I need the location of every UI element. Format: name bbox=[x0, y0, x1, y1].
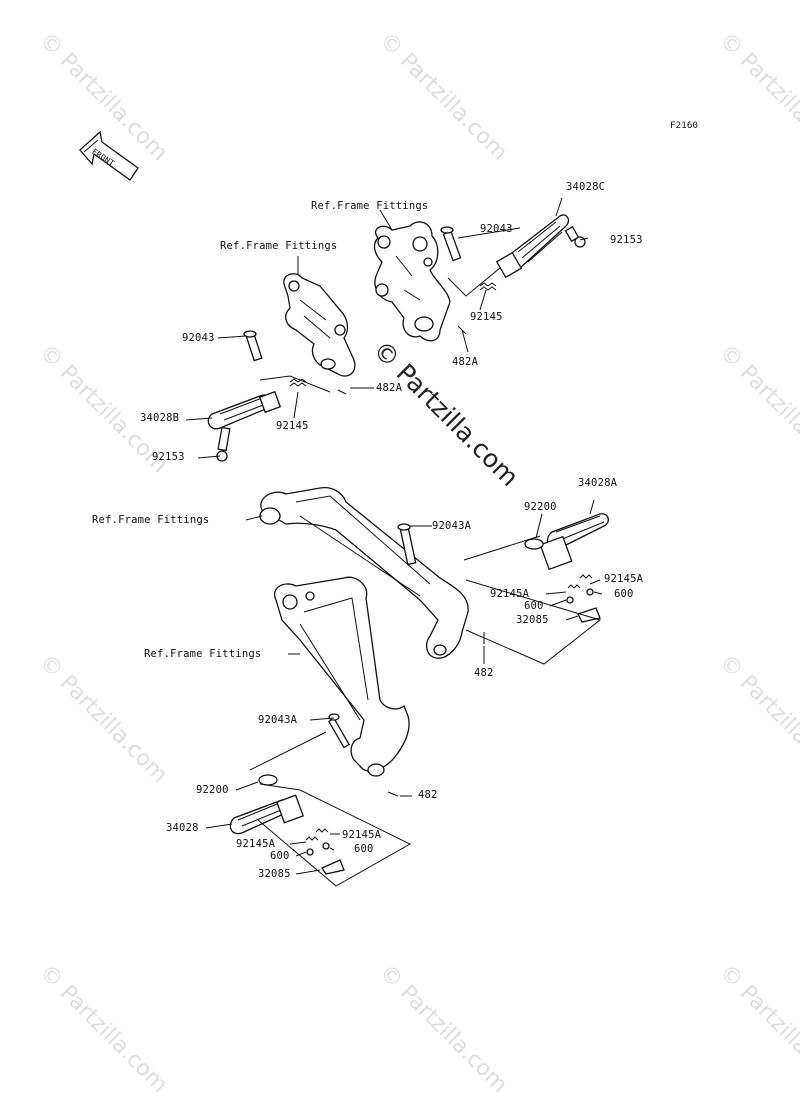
label-34028A: 34028A bbox=[578, 477, 618, 489]
pin-92043-right bbox=[440, 226, 462, 262]
label-600: 600 bbox=[524, 600, 544, 612]
label-32085: 32085 bbox=[258, 868, 291, 880]
plate-32085-lower bbox=[321, 859, 345, 875]
label-92043A: 92043A bbox=[258, 714, 298, 726]
leader-group-left bbox=[259, 375, 331, 393]
front-arrow-icon bbox=[79, 130, 139, 181]
label-482: 482 bbox=[474, 667, 494, 679]
clip-482A-left bbox=[337, 389, 347, 395]
label-600: 600 bbox=[354, 843, 374, 855]
rear-left-bracket bbox=[273, 576, 410, 777]
right-upper-bracket bbox=[373, 221, 451, 342]
label-34028B: 34028B bbox=[140, 412, 180, 424]
label-600: 600 bbox=[270, 850, 290, 862]
label-600: 600 bbox=[614, 588, 634, 600]
footpeg-34028B bbox=[207, 390, 282, 430]
leader-group-upper bbox=[463, 535, 602, 665]
spring-92145-right bbox=[479, 282, 497, 291]
pin-92043A-upper bbox=[397, 523, 417, 566]
leader-group-right bbox=[447, 267, 501, 297]
label-ref-frame-fittings: Ref.Frame Fittings bbox=[311, 200, 429, 212]
label-482A: 482A bbox=[376, 382, 403, 394]
label-92153: 92153 bbox=[152, 451, 185, 463]
label-32085: 32085 bbox=[516, 614, 549, 626]
washer-92200-upper bbox=[524, 538, 544, 550]
ball-600-lower bbox=[306, 848, 314, 856]
left-upper-bracket bbox=[283, 273, 356, 377]
label-92145A: 92145A bbox=[490, 588, 530, 600]
spring-92145-left bbox=[289, 378, 307, 387]
label-92043: 92043 bbox=[182, 332, 215, 344]
label-482: 482 bbox=[418, 789, 438, 801]
clip-482-lower bbox=[387, 791, 399, 797]
leader-lines bbox=[185, 197, 603, 875]
label-92145: 92145 bbox=[470, 311, 503, 323]
ball-600-upper bbox=[566, 596, 574, 604]
pin-92043-left bbox=[243, 330, 263, 362]
label-92145A: 92145A bbox=[342, 829, 382, 841]
bolt-92153-left bbox=[216, 426, 231, 462]
parts-diagram: © Partzilla.com © Partzilla.com © Partzi… bbox=[34, 28, 800, 1098]
bolt-92153-right bbox=[564, 225, 586, 248]
label-ref-frame-fittings: Ref.Frame Fittings bbox=[220, 240, 338, 252]
label-92200: 92200 bbox=[196, 784, 229, 796]
plate-32085-upper bbox=[577, 607, 601, 623]
label-92043: 92043 bbox=[480, 223, 513, 235]
label-92145: 92145 bbox=[276, 420, 309, 432]
footpeg-34028A bbox=[539, 513, 610, 571]
footpeg-34028C bbox=[495, 214, 570, 279]
ball-600-upper bbox=[586, 588, 594, 596]
spring-92145A-lower bbox=[305, 828, 329, 841]
label-92145A: 92145A bbox=[604, 573, 644, 585]
footpeg-34028 bbox=[229, 794, 304, 835]
label-92200: 92200 bbox=[524, 501, 557, 513]
label-92153: 92153 bbox=[610, 234, 643, 246]
label-482A: 482A bbox=[452, 356, 479, 368]
exploded-view-drawing bbox=[79, 130, 610, 887]
label-ref-frame-fittings: Ref.Frame Fittings bbox=[92, 514, 210, 526]
spring-92145A-upper bbox=[567, 574, 593, 589]
label-92043A: 92043A bbox=[432, 520, 472, 532]
ball-600-lower bbox=[322, 842, 330, 850]
label-92145A: 92145A bbox=[236, 838, 276, 850]
leader-group-lower bbox=[249, 731, 412, 887]
washer-92200-lower bbox=[258, 774, 278, 786]
rear-right-bracket bbox=[259, 486, 469, 659]
label-ref-frame-fittings: Ref.Frame Fittings bbox=[144, 648, 262, 660]
diagram-code: F2160 bbox=[670, 121, 699, 131]
label-34028C: 34028C bbox=[566, 181, 606, 193]
pin-92043A-lower bbox=[328, 713, 350, 749]
label-34028: 34028 bbox=[166, 822, 199, 834]
